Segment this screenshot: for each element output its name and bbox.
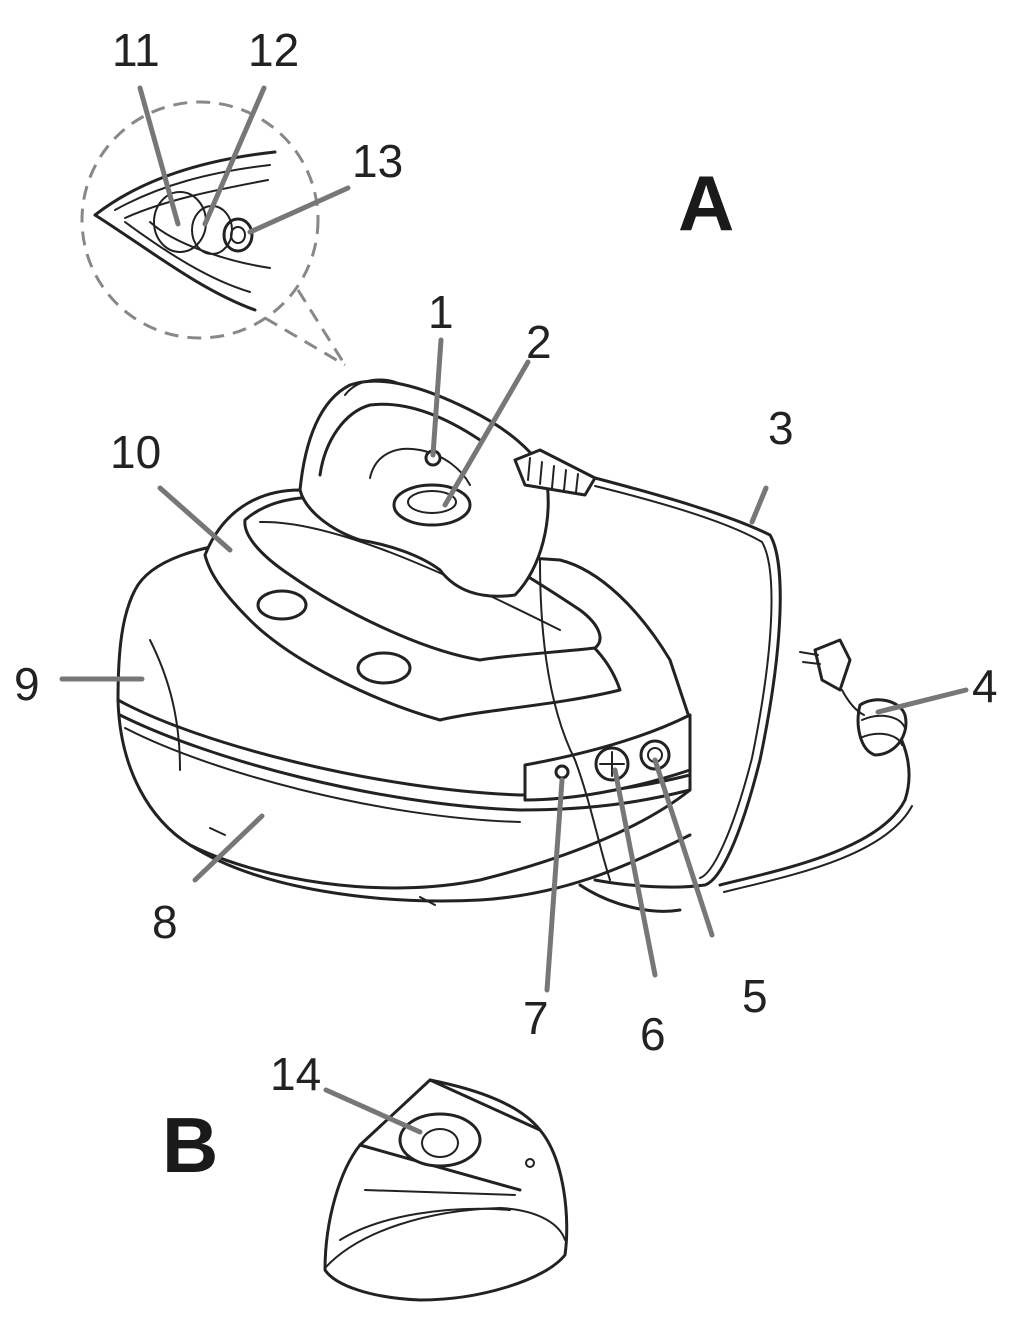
panel-label-a: A bbox=[678, 159, 734, 247]
callout-14: 14 bbox=[270, 1048, 321, 1100]
detail-magnifier bbox=[80, 100, 347, 367]
callout-9: 9 bbox=[14, 658, 40, 710]
steam-hose bbox=[539, 476, 782, 913]
callout-5: 5 bbox=[742, 970, 768, 1022]
callout-2: 2 bbox=[526, 316, 552, 368]
leader-lines bbox=[59, 85, 969, 1135]
callout-6: 6 bbox=[640, 1008, 666, 1060]
power-switch-5 bbox=[639, 739, 671, 771]
callout-8: 8 bbox=[152, 896, 178, 948]
panel-label-b: B bbox=[162, 1101, 218, 1189]
water-tank-cap-part bbox=[323, 1078, 569, 1302]
callout-4: 4 bbox=[972, 660, 998, 712]
control-panel bbox=[523, 713, 692, 802]
callout-11: 11 bbox=[112, 24, 160, 76]
callout-1: 1 bbox=[428, 286, 454, 338]
callout-13: 13 bbox=[352, 135, 403, 187]
callout-12: 12 bbox=[248, 24, 299, 76]
iron-tip-detail bbox=[93, 150, 277, 312]
power-cord-plug bbox=[718, 638, 913, 893]
callout-10: 10 bbox=[110, 426, 161, 478]
callout-7: 7 bbox=[523, 992, 549, 1044]
callout-3: 3 bbox=[768, 402, 794, 454]
